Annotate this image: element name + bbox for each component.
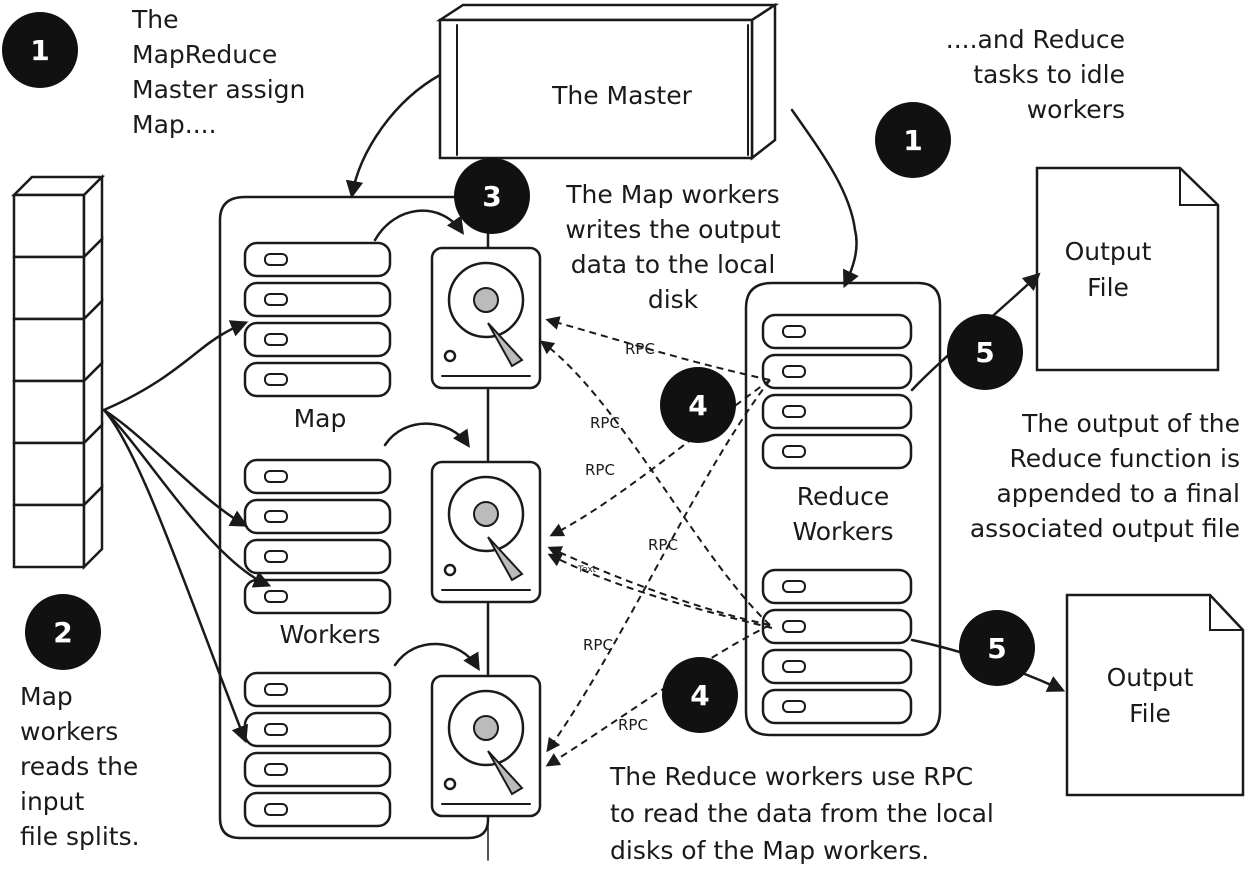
input-split-cube (12, 359, 104, 447)
svg-text:The Map workers: The Map workers (565, 180, 779, 209)
rpc-label-6: RPC (618, 716, 648, 734)
svg-text:input: input (20, 787, 85, 816)
output-file-bottom-line2: File (1129, 699, 1171, 728)
input-file-splits (10, 173, 106, 571)
master-box: The Master (435, 2, 780, 161)
badge-4-top: 4 (660, 367, 736, 443)
tiny-text-label: Text (577, 565, 597, 575)
map-local-disk-2 (430, 460, 542, 604)
svg-text:Master assign: Master assign (132, 75, 305, 104)
svg-text:4: 4 (690, 679, 709, 712)
svg-text:file splits.: file splits. (20, 822, 140, 851)
badge-1-right: 1 (875, 102, 951, 178)
svg-text:workers: workers (20, 717, 118, 746)
badge-1-left: 1 (2, 12, 78, 88)
reduce-group-label-line2: Workers (792, 517, 893, 546)
svg-text:5: 5 (987, 632, 1006, 665)
svg-text:associated output file: associated output file (970, 514, 1240, 543)
svg-text:Map....: Map.... (132, 110, 217, 139)
svg-text:5: 5 (975, 336, 994, 369)
rpc-arrows (539, 316, 773, 767)
svg-text:MapReduce: MapReduce (132, 40, 277, 69)
svg-text:reads the: reads the (20, 752, 138, 781)
svg-text:The output of the: The output of the (1021, 409, 1240, 438)
badge-2: 2 (25, 594, 101, 670)
text-map-write: The Map workers writes the output data t… (565, 180, 781, 314)
map-server-rack-1 (243, 241, 392, 398)
reduce-workers-frame (744, 281, 942, 737)
output-file-bottom: Output File (1065, 593, 1245, 797)
input-split-cube (12, 483, 104, 571)
map-server-rack-2 (243, 458, 392, 615)
svg-text:data to the local: data to the local (571, 250, 776, 279)
map-local-disk-1 (430, 246, 542, 390)
text-assign-reduce: ....and Reduce tasks to idle workers (946, 25, 1125, 124)
badge-5-top: 5 (947, 314, 1023, 390)
rpc-label-3: RPC (585, 461, 615, 479)
map-server-rack-3 (243, 671, 392, 828)
rpc-label-5: RPC (583, 636, 613, 654)
rpc-label-1: RPC (625, 340, 655, 358)
rpc-label-2: RPC (590, 414, 620, 432)
map-local-disk-3 (430, 674, 542, 818)
svg-text:4: 4 (688, 389, 707, 422)
badge-4-bottom: 4 (662, 657, 738, 733)
svg-text:workers: workers (1027, 95, 1125, 124)
rpc-label-4: RPC (648, 536, 678, 554)
rpc-labels: RPC RPC RPC RPC RPC RPC Text (577, 340, 678, 734)
svg-text:The: The (131, 5, 179, 34)
reduce-group-label-line1: Reduce (797, 482, 889, 511)
svg-text:....and Reduce: ....and Reduce (946, 25, 1125, 54)
input-split-cube (12, 173, 104, 261)
output-file-top-line1: Output (1065, 237, 1152, 266)
svg-text:disks of the Map workers.: disks of the Map workers. (610, 836, 929, 865)
input-split-cube (12, 421, 104, 509)
svg-text:1: 1 (903, 124, 922, 157)
svg-text:tasks to idle: tasks to idle (973, 60, 1125, 89)
output-file-bottom-line1: Output (1107, 663, 1194, 692)
map-group-label: Map (294, 404, 347, 433)
svg-text:disk: disk (648, 285, 699, 314)
badge-5-bottom: 5 (959, 610, 1035, 686)
reduce-server-rack-1 (761, 313, 913, 470)
text-assign-map: The MapReduce Master assign Map.... (131, 5, 305, 139)
svg-text:The Reduce workers use RPC: The Reduce workers use RPC (609, 762, 973, 791)
svg-text:3: 3 (482, 180, 501, 213)
text-rpc-read: The Reduce workers use RPC to read the d… (609, 762, 994, 865)
text-reduce-output: The output of the Reduce function is app… (970, 409, 1240, 543)
svg-text:1: 1 (30, 34, 49, 67)
svg-text:2: 2 (53, 616, 72, 649)
output-file-top-line2: File (1087, 273, 1129, 302)
svg-text:Map: Map (20, 682, 73, 711)
svg-text:writes the output: writes the output (565, 215, 780, 244)
text-read-splits: Map workers reads the input file splits. (20, 682, 140, 851)
workers-group-label: Workers (279, 620, 380, 649)
svg-text:appended to a final: appended to a final (996, 479, 1240, 508)
svg-text:Reduce function is: Reduce function is (1010, 444, 1240, 473)
master-label: The Master (551, 81, 693, 110)
badge-3: 3 (454, 158, 530, 234)
output-file-top: Output File (1035, 166, 1220, 372)
svg-text:to read the data from the loca: to read the data from the local (610, 799, 994, 828)
reduce-server-rack-2 (761, 568, 913, 725)
